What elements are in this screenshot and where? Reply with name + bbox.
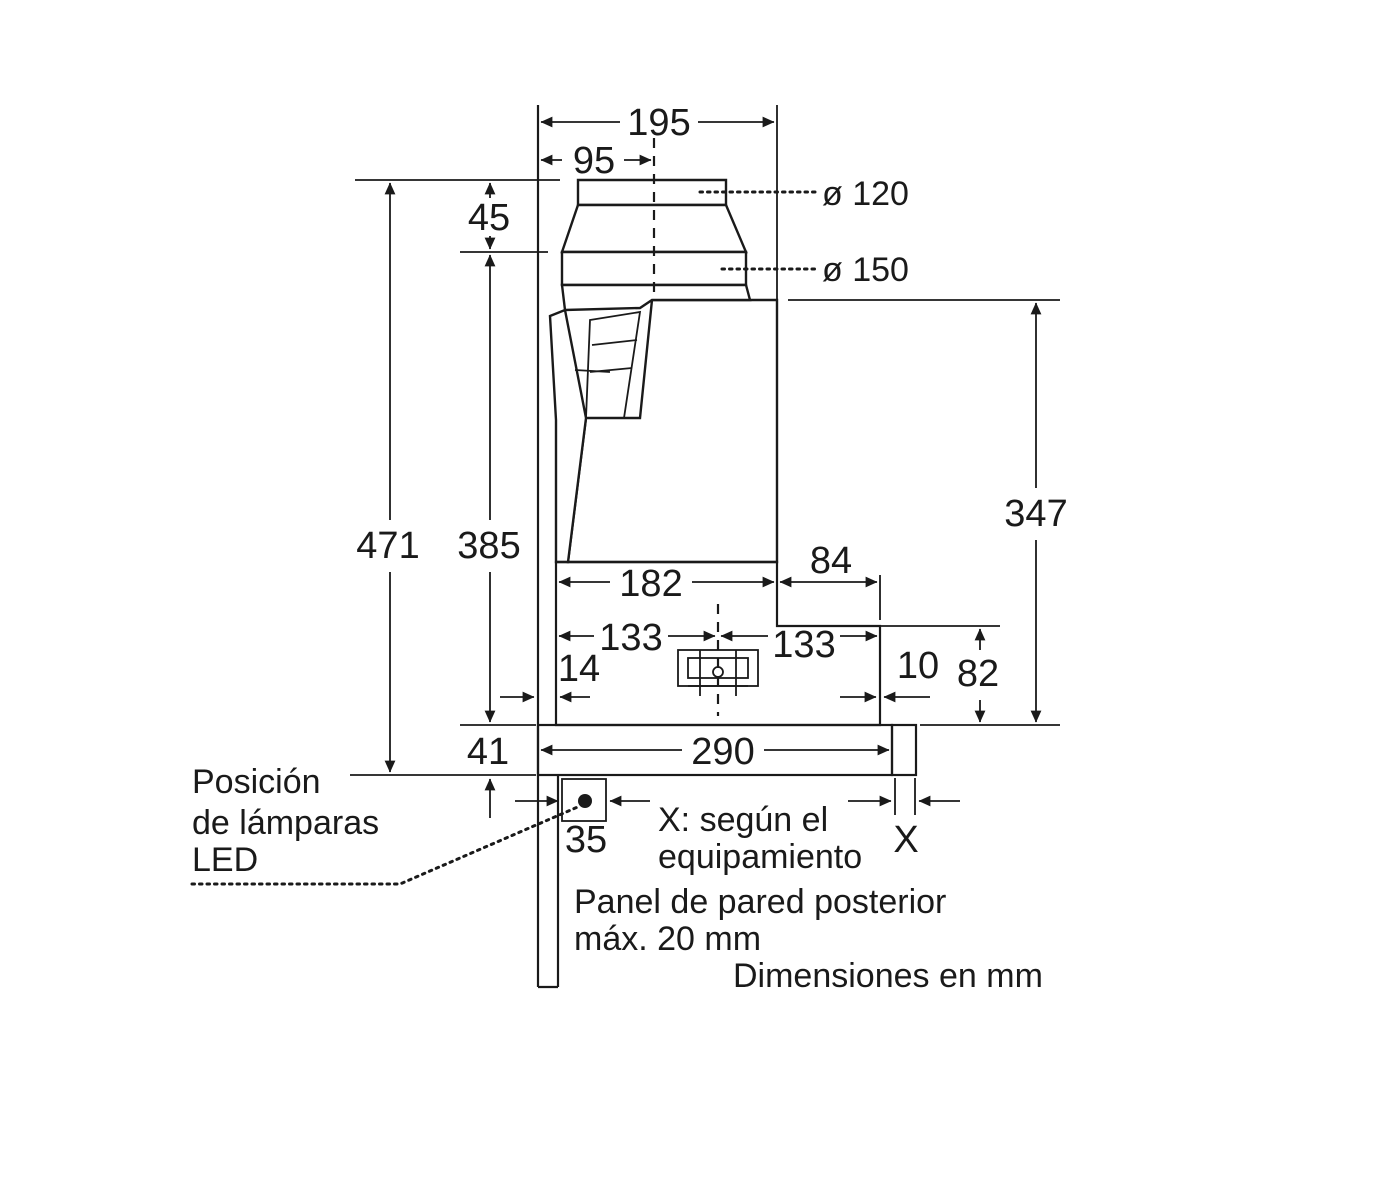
hood-housing: [548, 298, 779, 564]
leader-lines: [190, 190, 817, 886]
dim-x: X: [893, 819, 918, 861]
dim-133-left: 133: [599, 617, 662, 659]
dim-290: 290: [691, 731, 754, 773]
dim-471: 471: [356, 525, 419, 567]
dim-84: 84: [810, 540, 852, 582]
dim-10: 10: [897, 645, 939, 687]
dim-45: 45: [468, 197, 510, 239]
dim-195: 195: [627, 102, 690, 144]
duct-connector: [560, 138, 752, 312]
annotation-labels: ø 120 ø 150 Posición de lámparas LED X: …: [192, 175, 1043, 995]
dim-95: 95: [573, 140, 615, 182]
panel-note-line2: máx. 20 mm: [574, 920, 761, 958]
led-lamp: [561, 778, 607, 822]
dimension-values: 195 95 45 471 385 347 182 84 133 133 14 …: [356, 102, 1067, 861]
diameter-120-label: ø 120: [822, 175, 909, 213]
dim-385: 385: [457, 525, 520, 567]
dim-35: 35: [565, 819, 607, 861]
x-note-line2: equipamiento: [658, 838, 862, 876]
led-label-line1: Posición: [192, 763, 321, 801]
dim-41: 41: [467, 731, 509, 773]
x-note-line1: X: según el: [658, 801, 828, 839]
led-label-line2: de lámparas: [192, 804, 379, 842]
front-strip: [536, 723, 918, 777]
panel-note-line1: Panel de pared posterior: [574, 883, 946, 921]
dim-347: 347: [1004, 493, 1067, 535]
units-note: Dimensiones en mm: [733, 957, 1043, 995]
dimension-arrows: [384, 116, 1042, 818]
diameter-150-label: ø 150: [822, 251, 909, 289]
dim-82: 82: [957, 653, 999, 695]
dim-182: 182: [619, 563, 682, 605]
led-label-line3: LED: [192, 841, 258, 879]
dim-14: 14: [558, 648, 600, 690]
extension-lines: [350, 105, 1060, 815]
dim-133-right: 133: [772, 624, 835, 666]
